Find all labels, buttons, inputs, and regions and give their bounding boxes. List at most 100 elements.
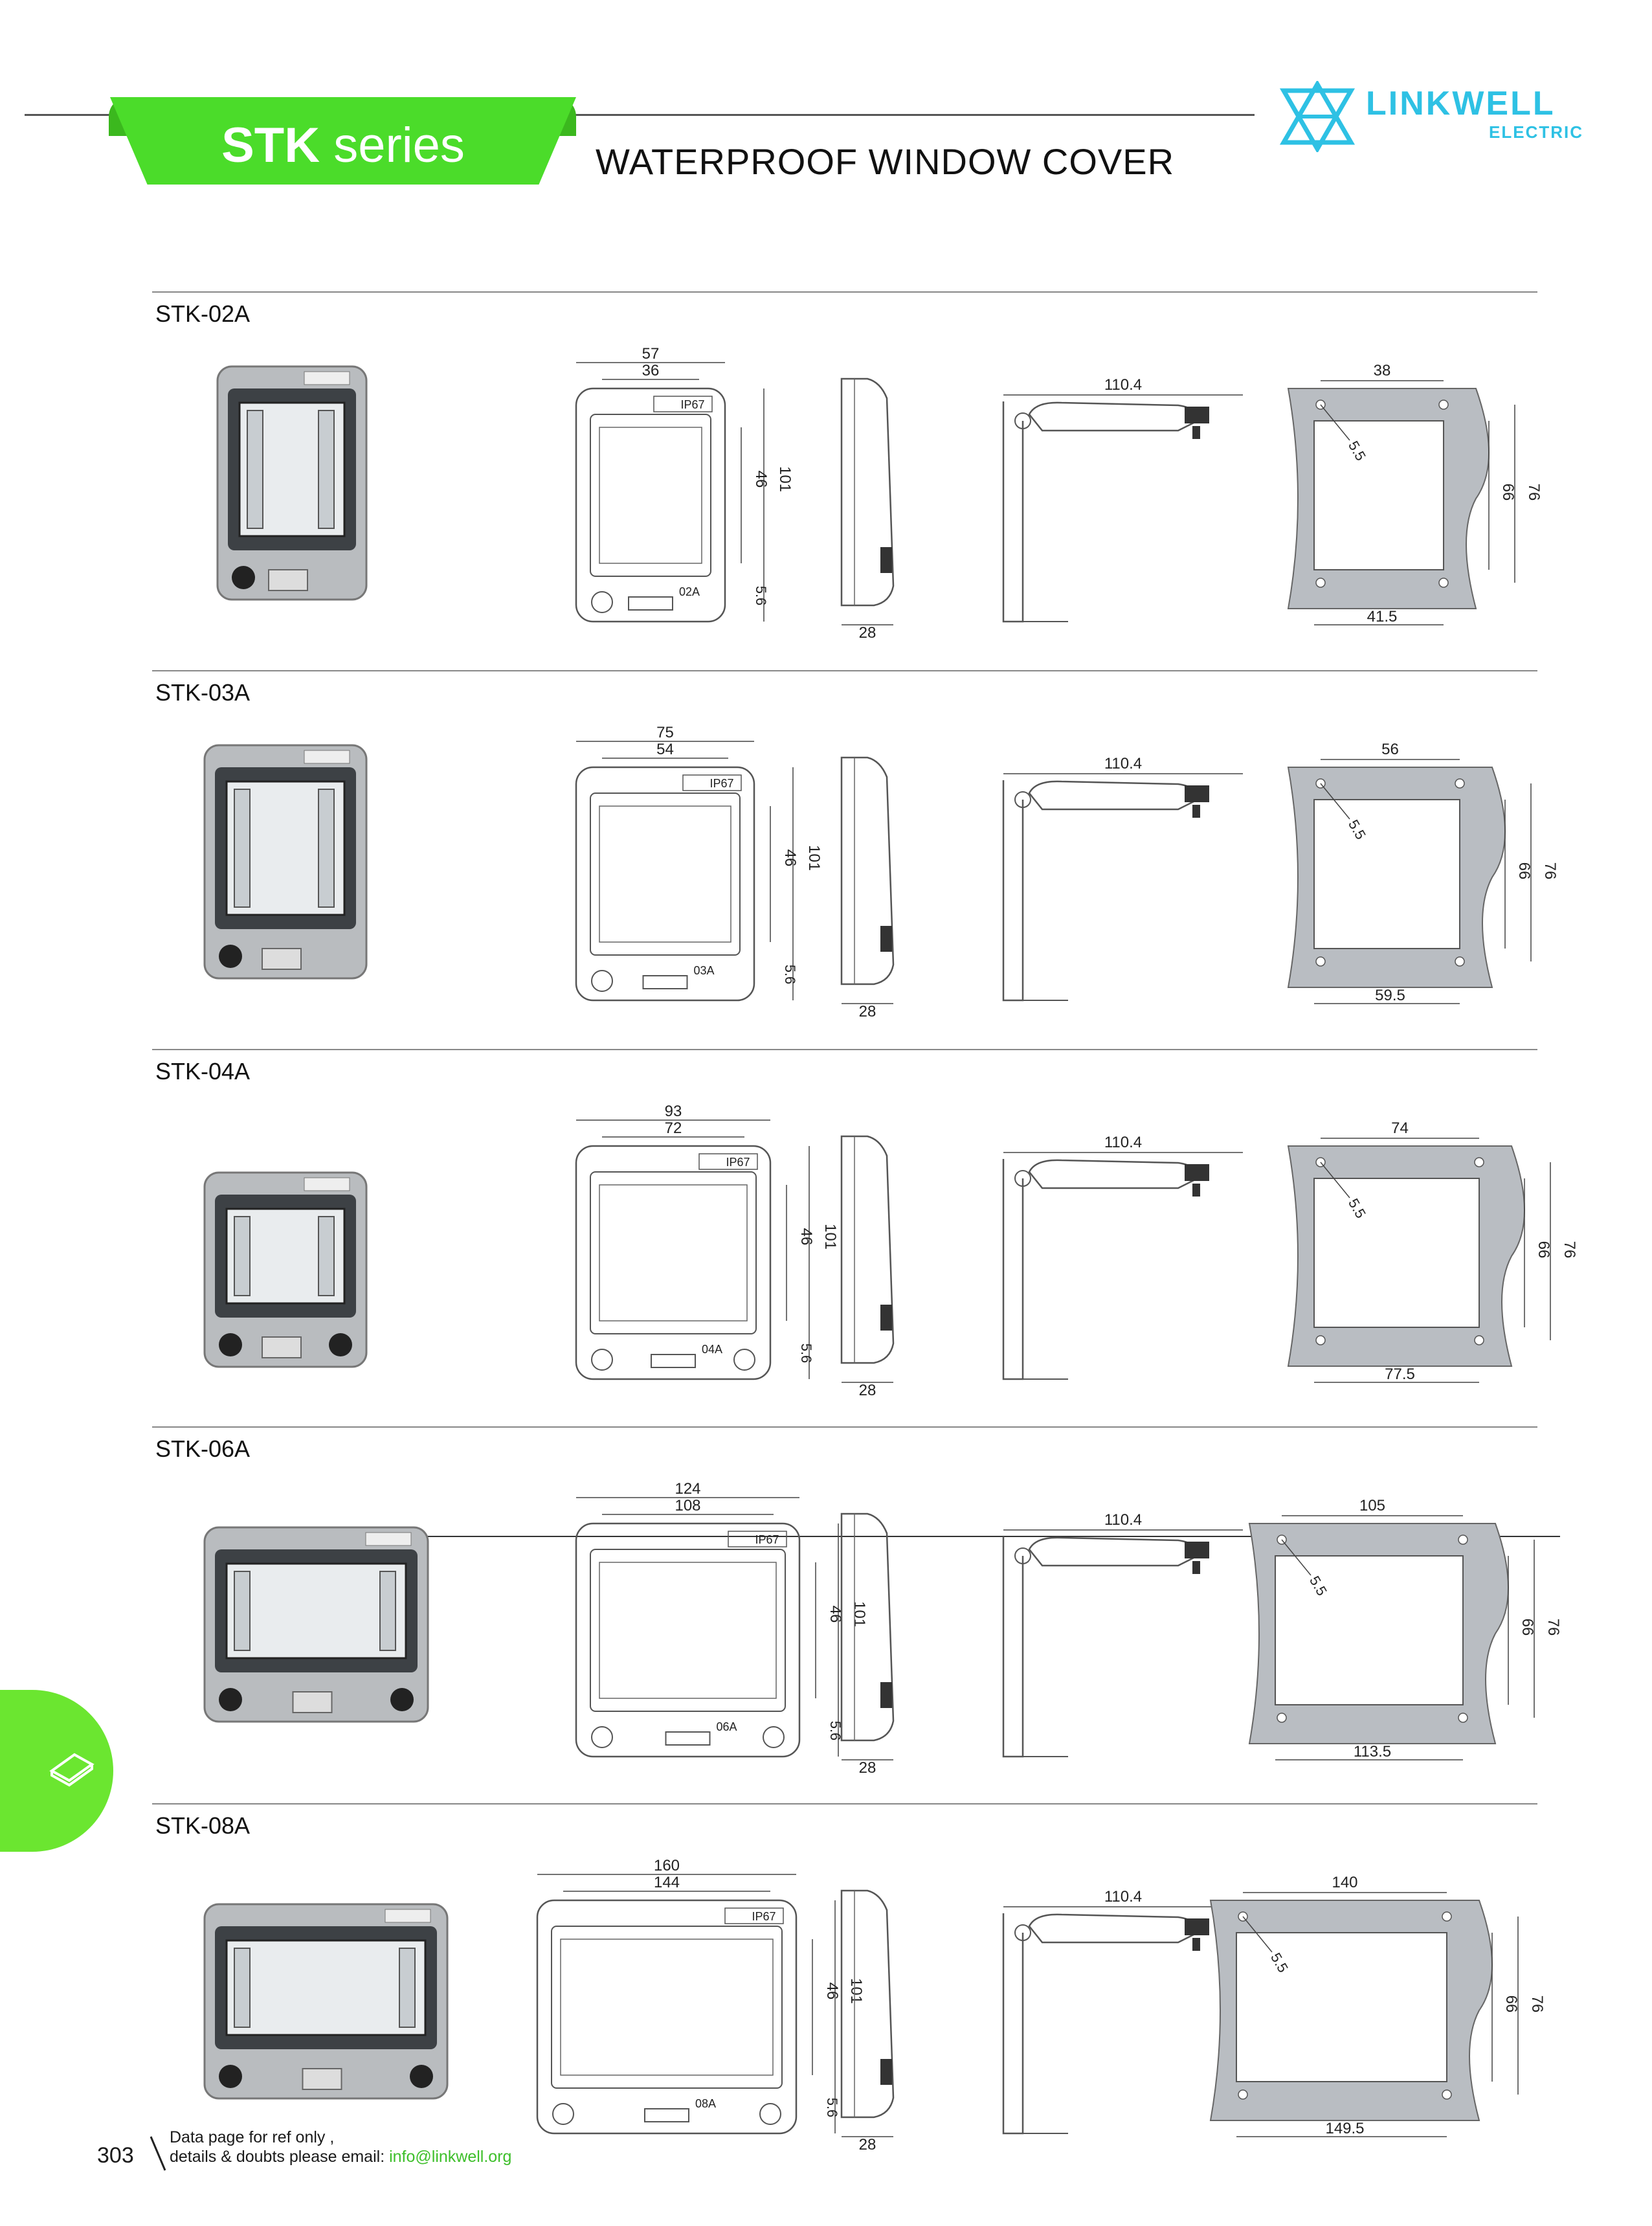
dim-front-width: 57 <box>642 345 660 363</box>
depth-view-drawing: 28 <box>840 1512 895 1777</box>
model-label: STK-04A <box>155 1058 251 1085</box>
series-title: STK series <box>162 117 524 175</box>
dim-front-bottom: 5.6 <box>798 1343 814 1364</box>
book-icon <box>49 1753 95 1787</box>
dim-depth: 28 <box>859 1003 876 1020</box>
depth-view-drawing: 28 <box>840 1135 895 1399</box>
model-label: STK-06A <box>155 1435 251 1462</box>
dim-cutout-bottom: 149.5 <box>1325 2120 1364 2137</box>
side-view-drawing: 110.4 <box>1002 1511 1243 1758</box>
dim-front-inner-width: 36 <box>642 362 660 379</box>
dim-depth: 28 <box>859 1382 876 1399</box>
depth-view-drawing: 28 <box>840 1889 895 2153</box>
model-code-label: 08A <box>695 2097 716 2110</box>
dim-front-inner-width: 108 <box>675 1497 700 1514</box>
dim-front-inner-height: 46 <box>823 1983 841 2000</box>
dim-front-bottom: 5.6 <box>824 2098 840 2118</box>
product-photo <box>203 1171 368 1368</box>
dim-front-inner-height: 46 <box>752 471 770 488</box>
series-title-bold: STK <box>221 118 320 173</box>
overlap-rule <box>363 1536 1560 1537</box>
series-title-rest: series <box>320 118 465 173</box>
ip-rating-label: IP67 <box>752 1910 776 1923</box>
footer-line-2-text: details & doubts please email: <box>170 2148 390 2166</box>
dim-front-width: 75 <box>656 724 674 741</box>
dim-cutout-top: 105 <box>1359 1497 1385 1514</box>
model-label: STK-08A <box>155 1812 251 1839</box>
model-label: STK-03A <box>155 679 251 706</box>
dim-front-height: 101 <box>805 845 823 871</box>
dim-cutout-top: 74 <box>1391 1119 1409 1137</box>
dim-cutout-bottom: 113.5 <box>1354 1743 1391 1760</box>
ip-rating-label: IP67 <box>680 398 704 411</box>
ip-rating-label: IP67 <box>726 1156 750 1169</box>
section-rule-3 <box>152 1049 1537 1050</box>
section-rule-4 <box>152 1426 1537 1428</box>
dim-front-inner-height: 46 <box>798 1228 815 1246</box>
dim-cutout-height-inner: 66 <box>1499 484 1517 501</box>
footer-divider <box>150 2136 166 2171</box>
side-view-drawing: 110.4 <box>1002 1888 1243 2135</box>
dim-front-bottom: 5.6 <box>782 965 798 985</box>
depth-view-drawing: 28 <box>840 377 895 642</box>
product-photo <box>203 744 368 980</box>
logo-name: LINKWELL <box>1366 85 1556 122</box>
dim-cutout-height-inner: 66 <box>1502 1996 1520 2013</box>
dim-front-height: 101 <box>776 466 794 492</box>
dim-front-height: 101 <box>851 1601 868 1627</box>
footer-line-2: details & doubts please email: info@link… <box>170 2147 511 2166</box>
dim-cutout-bottom: 41.5 <box>1367 608 1398 625</box>
dim-side-width: 110.4 <box>1104 755 1142 772</box>
ip-rating-label: IP67 <box>755 1533 779 1546</box>
dim-cutout-top: 140 <box>1332 1874 1357 1891</box>
dim-cutout-height-outer: 76 <box>1528 1996 1544 2013</box>
page-subtitle: WATERPROOF WINDOW COVER <box>596 141 1175 182</box>
side-view-drawing: 110.4 <box>1002 755 1243 1002</box>
dim-cutout-bottom: 77.5 <box>1385 1366 1415 1383</box>
side-view-drawing: 110.4 <box>1002 376 1243 623</box>
footer-note: Data page for ref only , details & doubt… <box>170 2128 511 2166</box>
model-code-label: 04A <box>702 1343 722 1356</box>
dim-front-inner-width: 72 <box>665 1119 682 1137</box>
dim-front-inner-height: 46 <box>781 849 799 867</box>
section-rule-5 <box>152 1803 1537 1804</box>
ip-rating-label: IP67 <box>709 777 733 790</box>
linkwell-logo-icon <box>1279 81 1356 152</box>
side-view-drawing: 110.4 <box>1002 1134 1243 1380</box>
dim-front-inner-width: 54 <box>656 741 674 758</box>
dim-cutout-height-outer: 76 <box>1545 1619 1560 1636</box>
dim-front-height: 101 <box>821 1224 839 1250</box>
dim-cutout-top: 38 <box>1374 362 1391 379</box>
dim-front-bottom: 5.6 <box>753 586 769 606</box>
page-number: 303 <box>97 2143 134 2168</box>
dim-side-width: 110.4 <box>1104 1888 1142 1906</box>
dim-side-width: 110.4 <box>1104 376 1142 394</box>
dim-front-inner-width: 144 <box>654 1874 680 1891</box>
dim-depth: 28 <box>859 624 876 642</box>
footer-email-link[interactable]: info@linkwell.org <box>389 2148 512 2166</box>
model-label: STK-02A <box>155 300 251 327</box>
dim-cutout-height-inner: 66 <box>1535 1241 1552 1259</box>
dim-cutout-height-outer: 76 <box>1525 484 1541 501</box>
logo-sub: ELECTRIC <box>1489 122 1583 142</box>
dim-front-width: 124 <box>675 1480 700 1498</box>
header-rule <box>25 114 1255 116</box>
product-photo <box>203 1526 429 1723</box>
model-code-label: 06A <box>716 1720 737 1733</box>
dim-front-width: 160 <box>654 1857 680 1874</box>
series-tab <box>110 97 576 185</box>
dim-front-width: 93 <box>665 1103 682 1120</box>
model-code-label: 03A <box>693 964 714 977</box>
depth-view-drawing: 28 <box>840 756 895 1020</box>
dim-depth: 28 <box>859 1759 876 1777</box>
model-code-label: 02A <box>679 585 700 598</box>
dim-cutout-top: 56 <box>1381 741 1399 758</box>
product-photo <box>203 1903 449 2100</box>
